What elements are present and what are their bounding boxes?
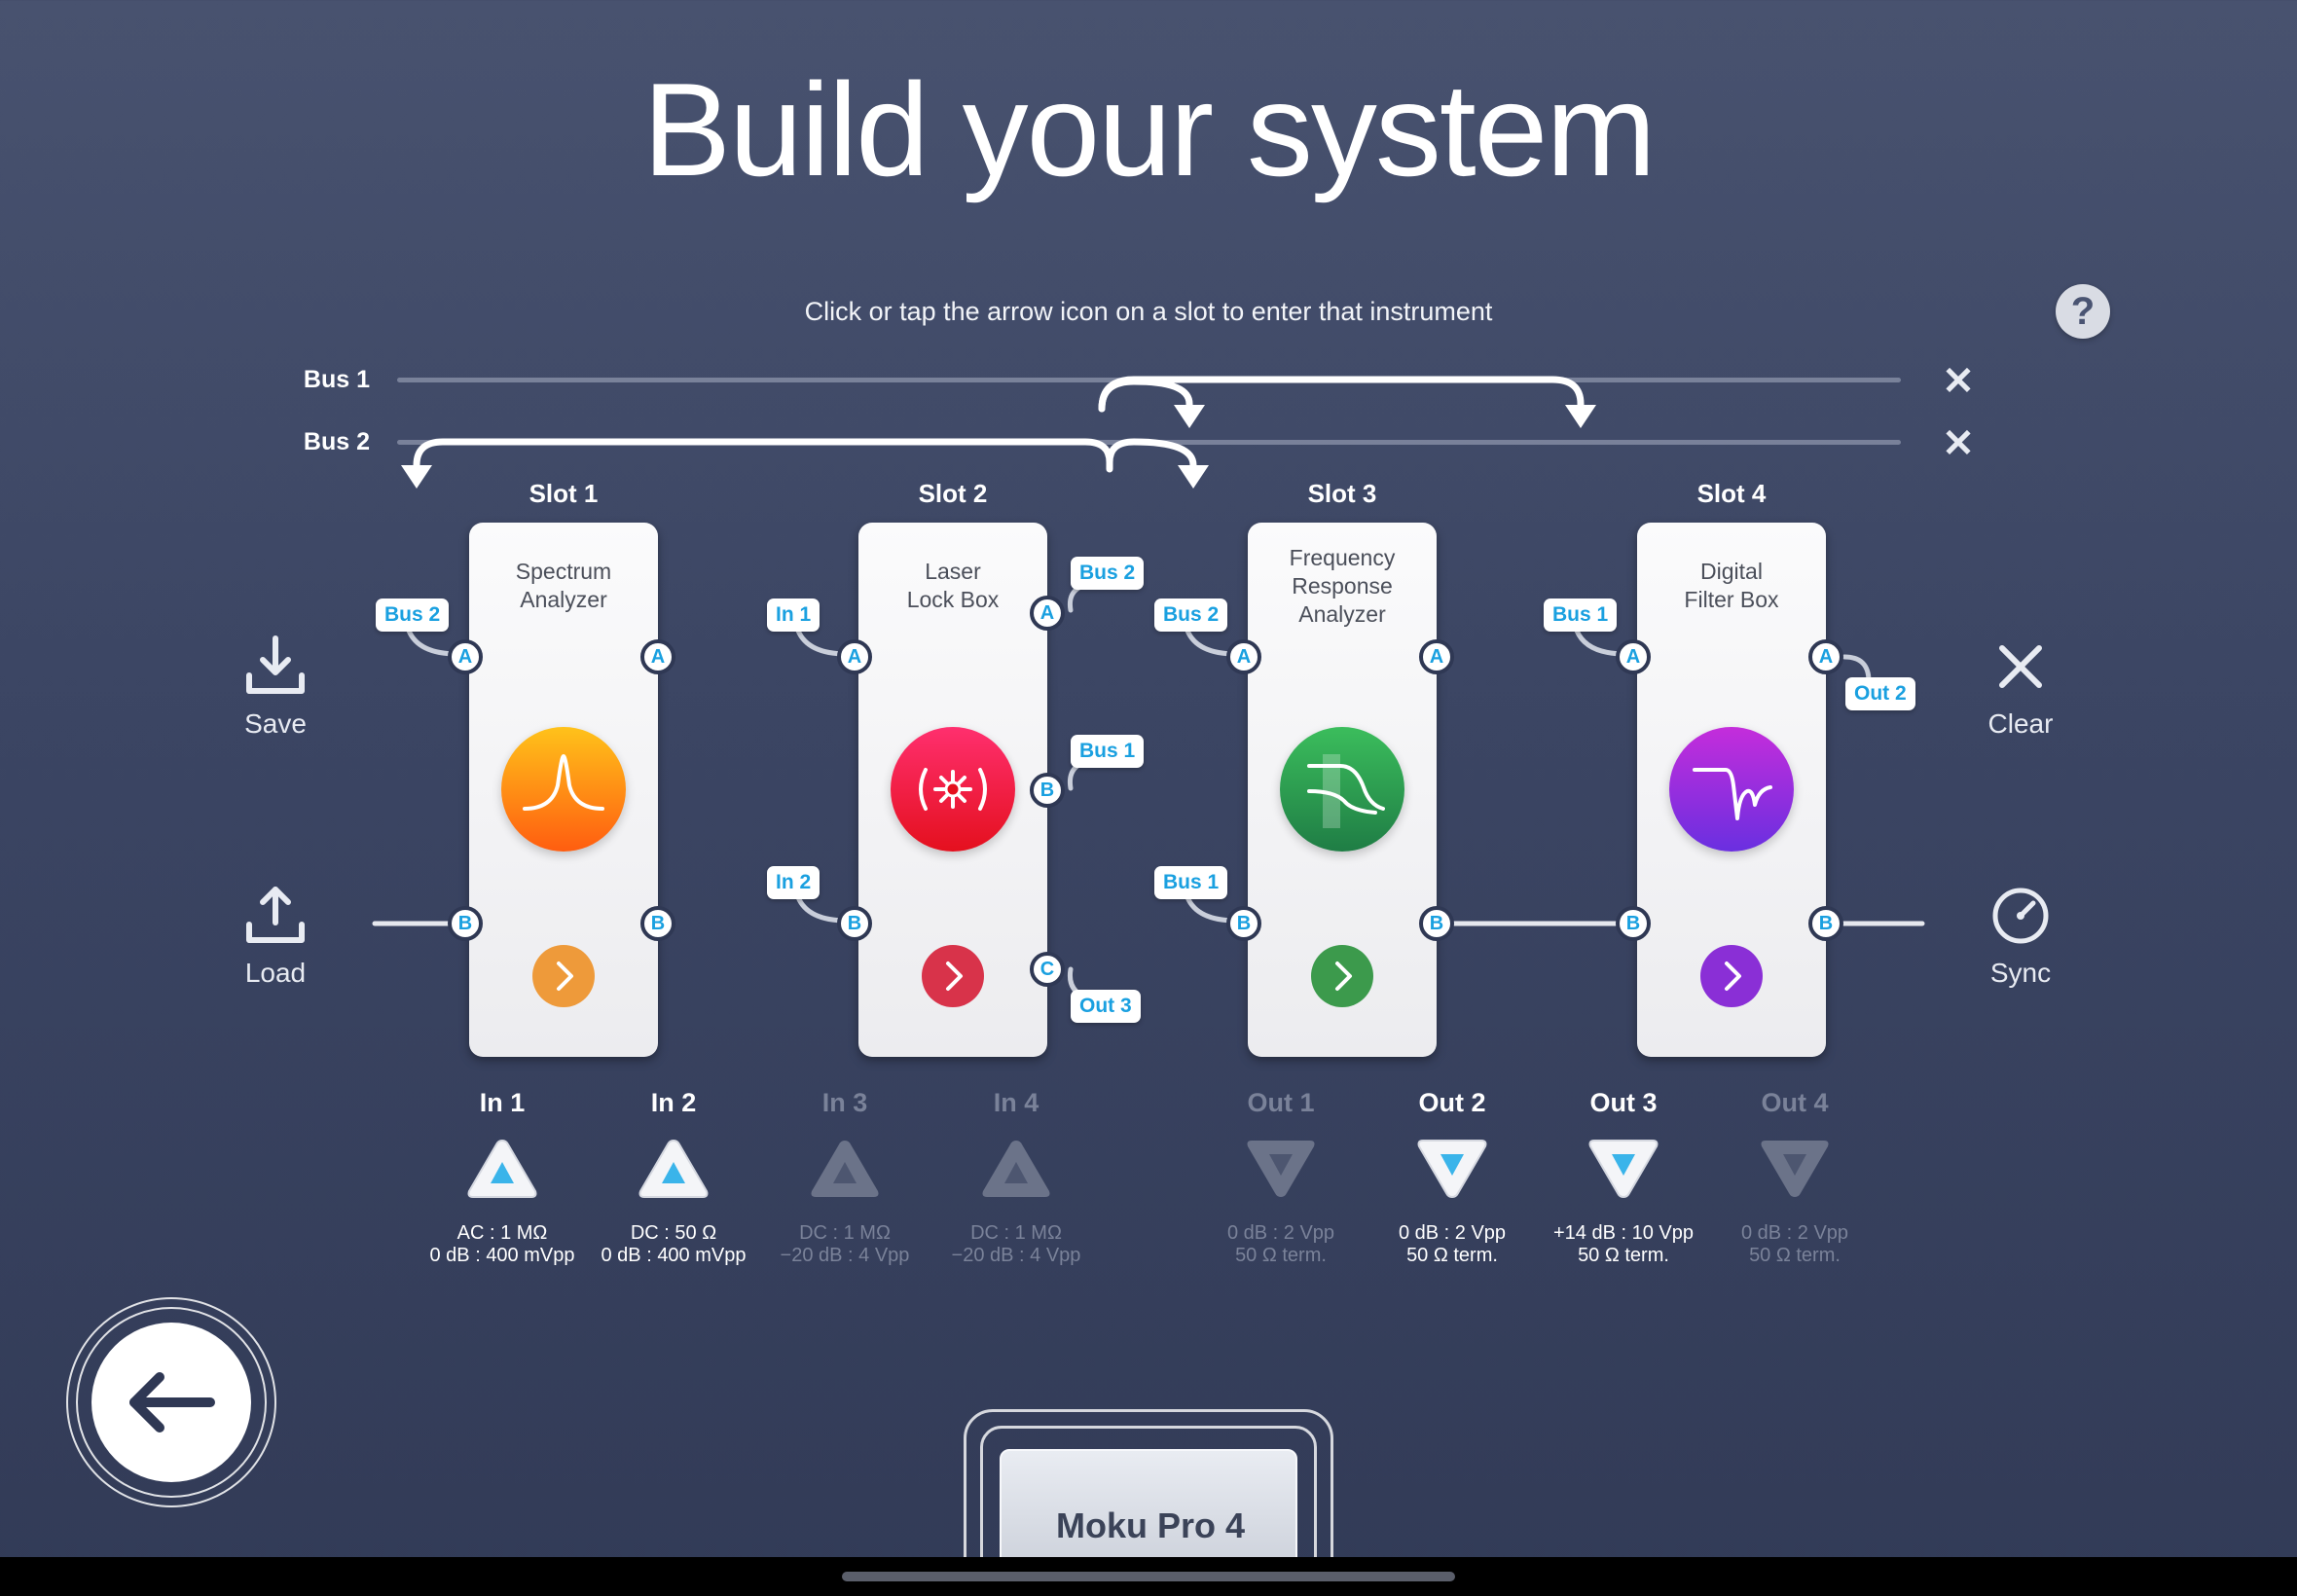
slot-1-input-a-port[interactable]: A bbox=[448, 639, 483, 674]
slot-3-input-a-tag[interactable]: Bus 2 bbox=[1154, 598, 1228, 632]
input-2-label: In 2 bbox=[650, 1088, 697, 1117]
slot-1-enter-arrow-icon[interactable] bbox=[532, 945, 595, 1007]
slot-3-enter-arrow-icon[interactable] bbox=[1311, 945, 1373, 1007]
device-name: Moku Pro 4 bbox=[1055, 1505, 1246, 1545]
slot-2-input-a-tag[interactable]: In 1 bbox=[767, 598, 820, 632]
sync-button[interactable]: Sync bbox=[1952, 882, 2089, 989]
slot-2-input-a-port[interactable]: A bbox=[837, 639, 872, 674]
slot-2-instrument-name: Laser Lock Box bbox=[906, 559, 1000, 612]
output-1-label: Out 1 bbox=[1247, 1088, 1315, 1117]
slot-3-output-b-port[interactable]: B bbox=[1419, 906, 1454, 941]
laser-lock-box-icon bbox=[891, 727, 1015, 852]
gauge-icon bbox=[1992, 888, 2049, 944]
bus-1-clear-icon[interactable]: ✕ bbox=[1942, 360, 1975, 403]
close-icon bbox=[1999, 645, 2042, 688]
input-2-settings-icon[interactable] bbox=[635, 1135, 712, 1203]
output-4-settings-icon[interactable] bbox=[1756, 1135, 1834, 1203]
slot-2-card[interactable]: Laser Lock Box bbox=[858, 523, 1047, 1057]
home-indicator[interactable] bbox=[842, 1572, 1455, 1581]
instructions-text: Click or tap the arrow icon on a slot to… bbox=[804, 297, 1493, 326]
download-icon bbox=[246, 635, 305, 694]
save-label: Save bbox=[244, 708, 307, 739]
slot-4-output-a-tag[interactable]: Out 2 bbox=[1845, 677, 1915, 710]
slot-1-output-a-port[interactable]: A bbox=[640, 639, 675, 674]
slot-2-output-a-tag[interactable]: Bus 2 bbox=[1071, 557, 1145, 590]
slot-3-output-a-port[interactable]: A bbox=[1419, 639, 1454, 674]
slot-4-output-b-port[interactable]: B bbox=[1808, 906, 1843, 941]
slot-3-card[interactable]: Frequency Response Analyzer bbox=[1248, 523, 1437, 1057]
input-4-info: DC : 1 MΩ−20 dB : 4 Vpp bbox=[951, 1222, 1081, 1266]
slot-4-card[interactable]: Digital Filter Box bbox=[1637, 523, 1826, 1057]
page-title: Build your system bbox=[642, 55, 1656, 203]
slot-1-instrument-name: Spectrum Analyzer bbox=[515, 559, 612, 612]
input-1-settings-icon[interactable] bbox=[463, 1135, 541, 1203]
slot-1-title: Slot 1 bbox=[529, 479, 599, 508]
slot-4-input-a-port[interactable]: A bbox=[1616, 639, 1651, 674]
bus-2-label: Bus 2 bbox=[303, 428, 370, 455]
slot-2-output-a-port[interactable]: A bbox=[1030, 596, 1065, 631]
slot-1-input-a-tag[interactable]: Bus 2 bbox=[376, 598, 450, 632]
input-1-label: In 1 bbox=[479, 1088, 526, 1117]
slot-3-title: Slot 3 bbox=[1307, 479, 1377, 508]
device-frame bbox=[980, 1426, 1317, 1596]
input-3-label: In 3 bbox=[821, 1088, 868, 1117]
bus-2-clear-icon[interactable]: ✕ bbox=[1942, 422, 1975, 465]
slot-3-input-b-port[interactable]: B bbox=[1226, 906, 1261, 941]
slot-3-input-b-tag[interactable]: Bus 1 bbox=[1154, 866, 1228, 899]
input-4-label: In 4 bbox=[993, 1088, 1039, 1117]
upload-icon bbox=[246, 887, 305, 943]
slot-4-input-a-tag[interactable]: Bus 1 bbox=[1544, 598, 1618, 632]
slot-3-input-a-port[interactable]: A bbox=[1226, 639, 1261, 674]
output-2-label: Out 2 bbox=[1418, 1088, 1486, 1117]
slot-1-input-b-port[interactable]: B bbox=[448, 906, 483, 941]
frequency-response-analyzer-icon bbox=[1280, 727, 1404, 852]
output-1-settings-icon[interactable] bbox=[1242, 1135, 1320, 1203]
slot-4-title: Slot 4 bbox=[1696, 479, 1767, 508]
input-3-settings-icon[interactable] bbox=[806, 1135, 884, 1203]
slot-2-output-c-tag[interactable]: Out 3 bbox=[1071, 990, 1141, 1023]
clear-label: Clear bbox=[1987, 708, 2054, 739]
load-label: Load bbox=[244, 958, 307, 988]
back-button-ring bbox=[76, 1307, 267, 1498]
output-3-settings-icon[interactable] bbox=[1585, 1135, 1662, 1203]
slot-2-title: Slot 2 bbox=[918, 479, 988, 508]
slot-4-instrument-name: Digital Filter Box bbox=[1684, 559, 1779, 612]
slot-2-output-b-port[interactable]: B bbox=[1030, 773, 1065, 808]
slot-4-enter-arrow-icon[interactable] bbox=[1700, 945, 1763, 1007]
back-button[interactable] bbox=[66, 1297, 276, 1507]
slot-2-output-b-tag[interactable]: Bus 1 bbox=[1071, 735, 1145, 768]
help-button[interactable]: ? bbox=[2056, 284, 2110, 339]
output-2-settings-icon[interactable] bbox=[1413, 1135, 1491, 1203]
slot-2-output-c-port[interactable]: C bbox=[1030, 952, 1065, 987]
load-button[interactable]: Load bbox=[207, 882, 344, 989]
sync-label: Sync bbox=[1989, 958, 2052, 988]
slot-1-card[interactable]: Spectrum Analyzer bbox=[469, 523, 658, 1057]
slot-2-input-b-port[interactable]: B bbox=[837, 906, 872, 941]
back-button-face bbox=[91, 1323, 251, 1482]
slot-3-instrument-name: Frequency Response Analyzer bbox=[1289, 545, 1396, 627]
slot-1-output-b-port[interactable]: B bbox=[640, 906, 675, 941]
slot-4-input-b-port[interactable]: B bbox=[1616, 906, 1651, 941]
slot-4-output-a-port[interactable]: A bbox=[1808, 639, 1843, 674]
output-3-label: Out 3 bbox=[1589, 1088, 1658, 1117]
save-button[interactable]: Save bbox=[207, 633, 344, 740]
slot-2-input-b-tag[interactable]: In 2 bbox=[767, 866, 820, 899]
slot-2-enter-arrow-icon[interactable] bbox=[922, 945, 984, 1007]
output-4-label: Out 4 bbox=[1761, 1088, 1829, 1117]
bus-1-label: Bus 1 bbox=[303, 366, 370, 393]
input-4-settings-icon[interactable] bbox=[977, 1135, 1055, 1203]
input-3-info: DC : 1 MΩ−20 dB : 4 Vpp bbox=[780, 1222, 910, 1266]
clear-button[interactable]: Clear bbox=[1952, 633, 2089, 740]
arrow-left-icon bbox=[129, 1372, 215, 1433]
spectrum-analyzer-icon bbox=[501, 727, 626, 852]
digital-filter-box-icon bbox=[1669, 727, 1794, 852]
